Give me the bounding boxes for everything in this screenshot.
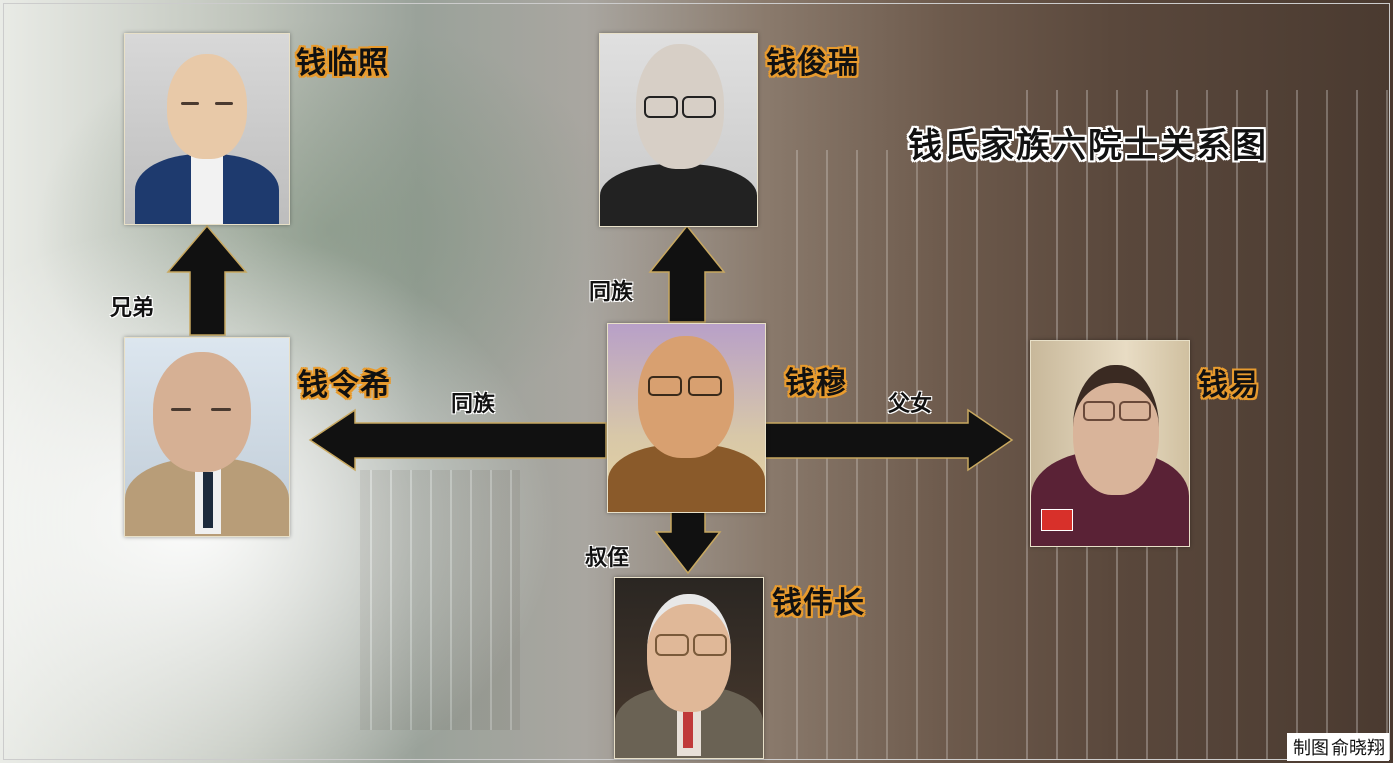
portrait-qian-weichang [614, 577, 764, 759]
portrait-qian-junrui [599, 33, 758, 227]
name-qian-weichang: 钱伟长 [772, 586, 865, 621]
relation-label-father-daughter: 父女 [888, 392, 933, 417]
relation-label-same-clan: 同族 [589, 280, 634, 305]
author-credit: 制图俞晓翔 [1287, 733, 1389, 761]
relation-label-uncle-nephew: 叔侄 [585, 546, 630, 571]
portrait-qian-lingxi [124, 337, 290, 537]
frame [3, 3, 1390, 760]
arrow-lingxi-to-linzhao [166, 224, 248, 336]
name-qian-mu: 钱穆 [785, 366, 847, 401]
arrow-mu-to-junrui [648, 224, 726, 323]
relation-label-brothers: 兄弟 [110, 296, 155, 321]
name-qian-junrui: 钱俊瑞 [766, 46, 859, 81]
credit-label: 制图 [1293, 738, 1329, 759]
portrait-qian-linzhao [124, 33, 290, 225]
credit-author: 俞晓翔 [1331, 738, 1385, 759]
portrait-qian-mu [607, 323, 766, 513]
name-qian-lingxi: 钱令希 [298, 368, 391, 403]
portrait-qian-yi [1030, 340, 1190, 547]
background-calligraphy-panel [360, 470, 520, 730]
name-qian-yi: 钱易 [1198, 368, 1260, 403]
arrow-mu-to-lingxi [308, 408, 607, 472]
arrow-mu-to-yi [764, 408, 1014, 472]
diagram-title: 钱氏家族六院士关系图 [908, 126, 1268, 166]
relation-label-same-clan: 同族 [451, 392, 496, 417]
name-qian-linzhao: 钱临照 [296, 46, 389, 81]
arrow-mu-to-weichang [654, 511, 722, 575]
